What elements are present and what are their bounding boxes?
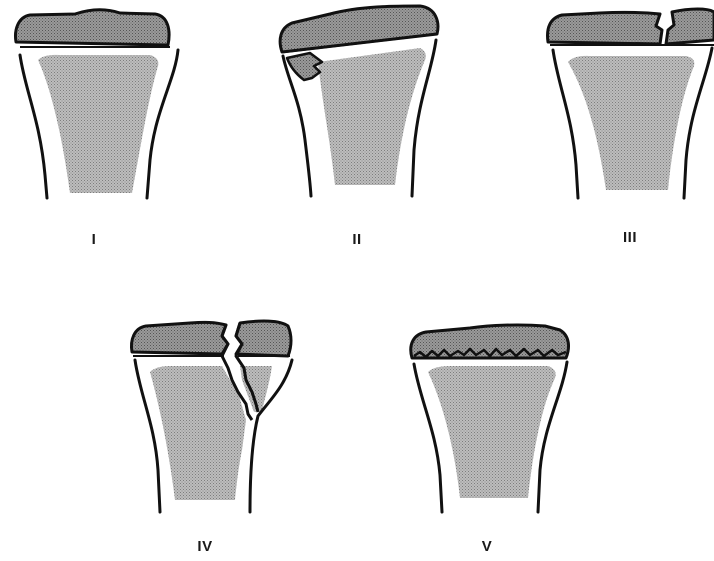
type-ii-metaphyseal-fragment [287, 53, 322, 80]
salter-harris-type-iv [132, 321, 292, 512]
type-iii-epiphysis-right [666, 9, 714, 44]
type-v-metaphysis-fill [428, 366, 556, 498]
type-i-epiphysis [16, 10, 170, 45]
type-i-metaphysis-fill [38, 55, 158, 193]
label-type-v: V [457, 538, 517, 555]
type-iv-epiphysis-right [236, 321, 291, 356]
type-iv-epiphysis-left [132, 322, 228, 354]
label-type-iv: IV [175, 538, 235, 555]
type-iv-metaphysis-fill [150, 366, 246, 500]
salter-harris-type-i [16, 10, 178, 198]
type-i-cortex-left [20, 55, 47, 198]
type-ii-metaphysis-fill [318, 48, 426, 185]
salter-harris-type-ii [280, 6, 438, 196]
label-type-iii: III [600, 229, 660, 246]
salter-harris-type-iii [548, 9, 714, 198]
type-iii-epiphysis-left [548, 12, 662, 44]
type-ii-epiphysis [280, 6, 438, 52]
salter-harris-type-v [411, 325, 569, 512]
label-type-ii: II [327, 231, 387, 248]
type-iii-metaphysis-fill [568, 56, 694, 190]
label-type-i: I [64, 231, 124, 248]
